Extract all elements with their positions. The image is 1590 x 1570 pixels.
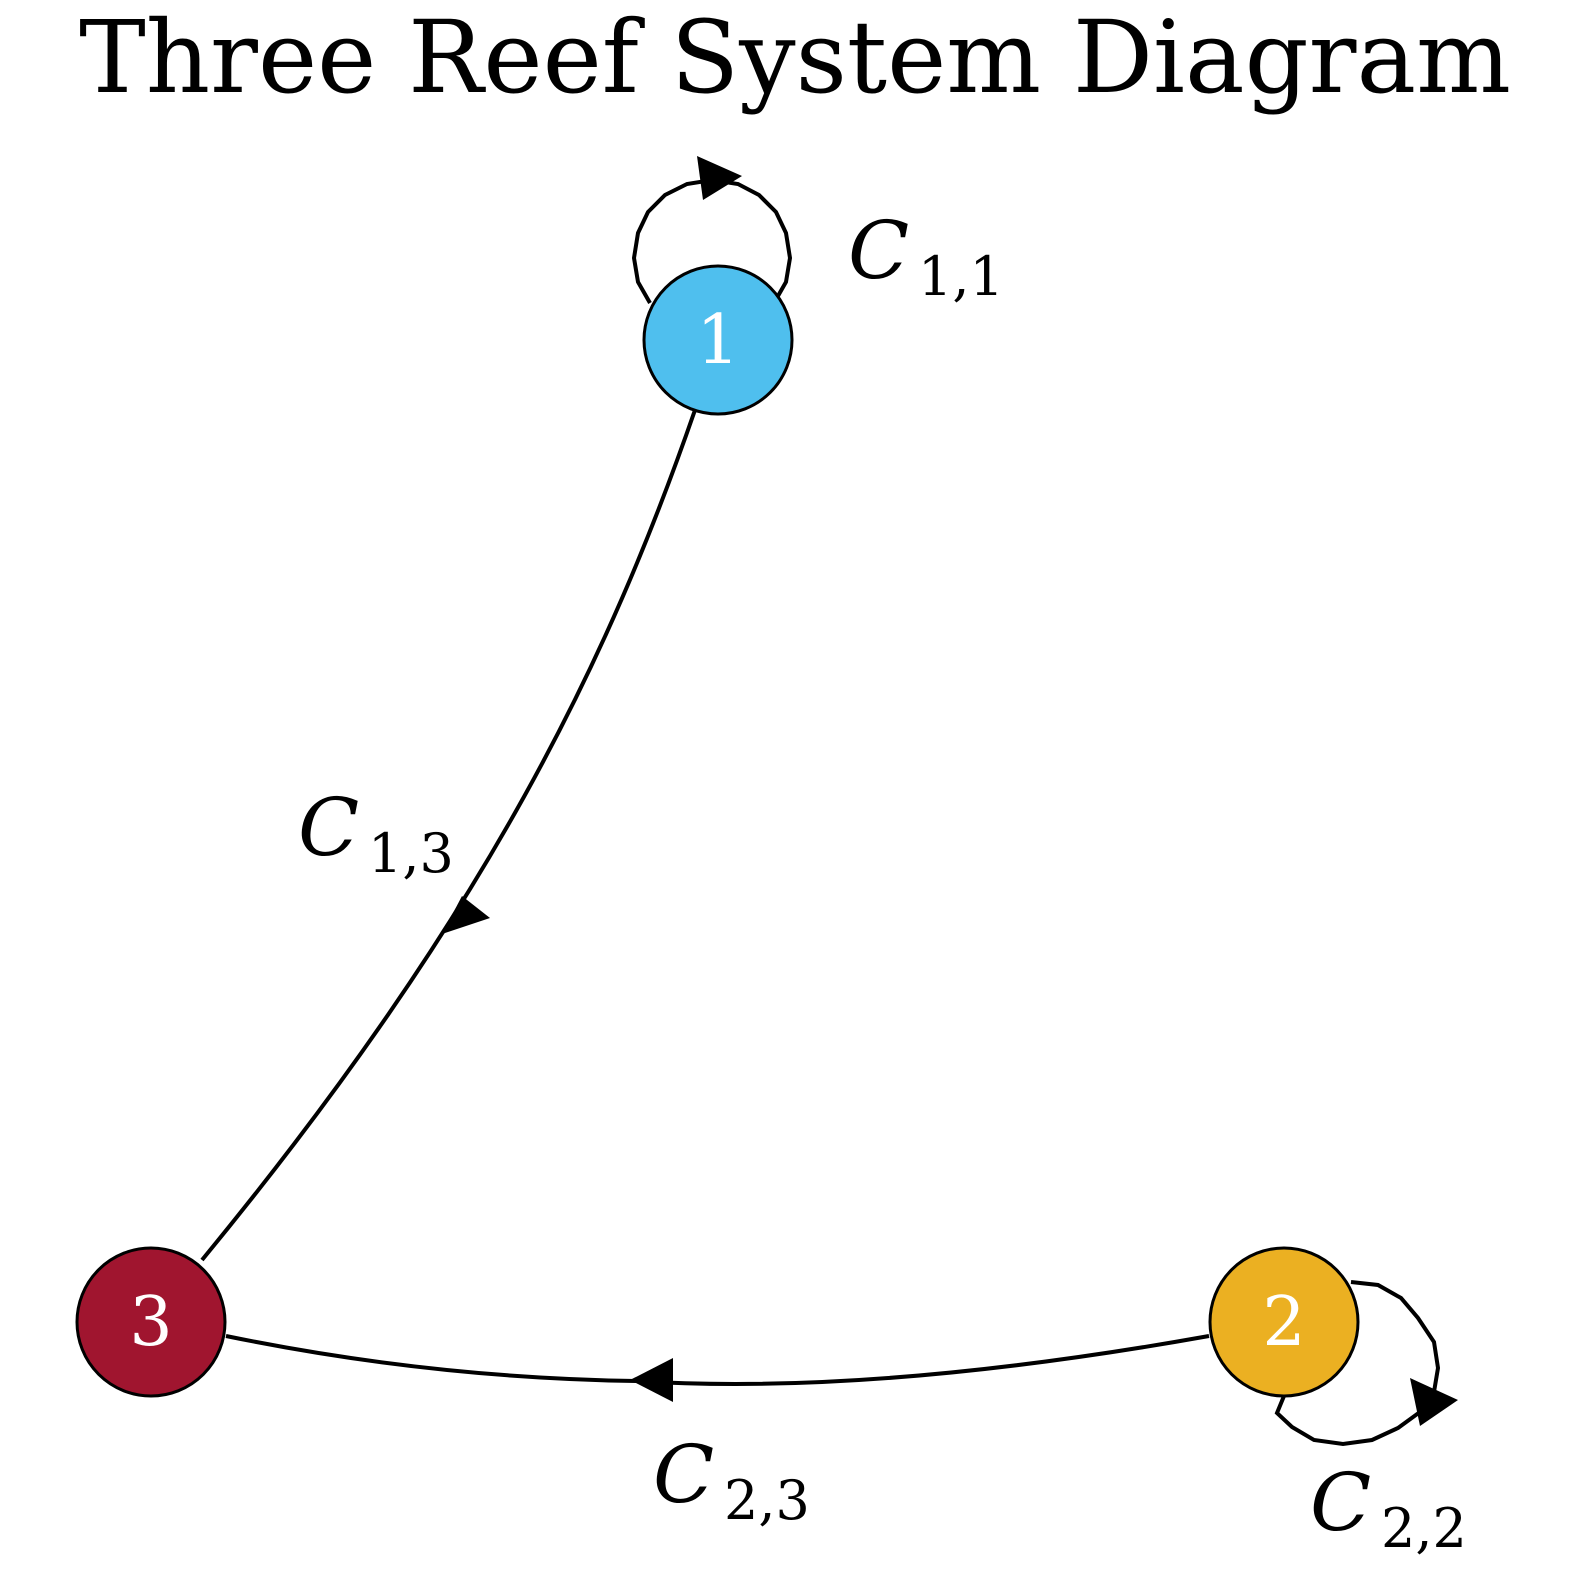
edge-2-2-label: C 2,2	[1310, 1456, 1467, 1560]
node-3-circle	[75, 1246, 227, 1398]
edge-1-1-label-main: C	[848, 204, 909, 297]
edge-2-3-label-main: C	[653, 1428, 714, 1521]
edge-2-2-arrowhead	[1410, 1378, 1458, 1426]
edge-1-3-path	[200, 409, 697, 1262]
edge-1-1-arrowhead	[697, 156, 742, 200]
node-2-circle	[1208, 1246, 1360, 1398]
edge-2-3-label: C 2,3	[653, 1428, 810, 1532]
edge-1-3: C 1,3	[200, 409, 697, 1262]
node-3-label: 3	[129, 1283, 172, 1362]
edge-1-1-label: C 1,1	[848, 204, 1004, 308]
edge-1-3-label: C 1,3	[298, 781, 454, 885]
edge-1-3-label-sub: 1,3	[368, 822, 454, 885]
node-1-label: 1	[696, 301, 739, 380]
edge-1-3-arrowhead	[442, 896, 490, 934]
edge-2-2: C 2,2	[1274, 1280, 1467, 1560]
edge-2-2-label-sub: 2,2	[1381, 1497, 1467, 1560]
edge-1-1-label-sub: 1,1	[918, 245, 1004, 308]
edge-2-3-label-sub: 2,3	[724, 1469, 810, 1532]
edge-2-3: C 2,3	[225, 1334, 1210, 1532]
node-3: 3	[75, 1246, 227, 1398]
node-2-label: 2	[1262, 1283, 1305, 1362]
diagram-title: Three Reef System Diagram	[79, 0, 1511, 116]
node-2: 2	[1208, 1246, 1360, 1398]
edge-1-3-label-main: C	[298, 781, 359, 874]
node-1-circle	[642, 264, 794, 416]
edge-2-3-arrowhead	[630, 1358, 673, 1402]
edge-1-1: C 1,1	[631, 156, 1004, 308]
edge-2-2-label-main: C	[1310, 1456, 1371, 1549]
edge-2-3-path	[225, 1334, 1210, 1386]
node-1: 1	[642, 264, 794, 416]
